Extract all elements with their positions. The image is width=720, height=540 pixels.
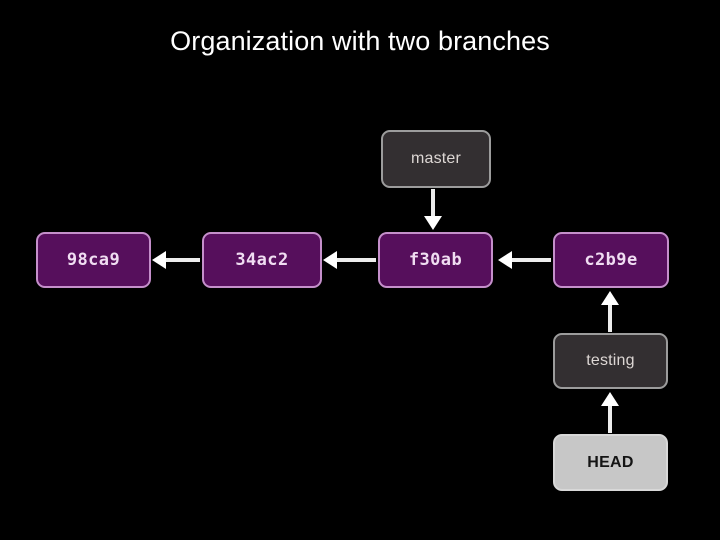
edge-head-to-testing <box>601 392 619 433</box>
head-pointer-node-label: HEAD <box>587 453 634 471</box>
commit-node-98ca9-label: 98ca9 <box>66 249 121 270</box>
branch-node-testing-label: testing <box>586 352 635 369</box>
edge-master-to-f30ab <box>424 189 442 230</box>
commit-node-f30ab-label: f30ab <box>408 249 463 270</box>
commit-node-98ca9[interactable]: 98ca9 <box>36 232 151 288</box>
edge-34ac2-to-98ca9 <box>152 251 200 269</box>
edge-c2b9e-to-f30ab <box>498 251 551 269</box>
branch-node-testing[interactable]: testing <box>553 333 668 389</box>
commit-node-c2b9e[interactable]: c2b9e <box>553 232 669 288</box>
branch-node-master[interactable]: master <box>381 130 491 188</box>
commit-node-f30ab[interactable]: f30ab <box>378 232 493 288</box>
head-pointer-node[interactable]: HEAD <box>553 434 668 491</box>
commit-node-34ac2-label: 34ac2 <box>235 249 289 270</box>
edge-testing-to-c2b9e <box>601 291 619 332</box>
commit-node-34ac2[interactable]: 34ac2 <box>202 232 322 288</box>
page-title: Organization with two branches <box>170 26 550 56</box>
edge-f30ab-to-34ac2 <box>323 251 376 269</box>
commit-node-c2b9e-label: c2b9e <box>584 249 638 270</box>
branch-node-master-label: master <box>410 150 462 167</box>
